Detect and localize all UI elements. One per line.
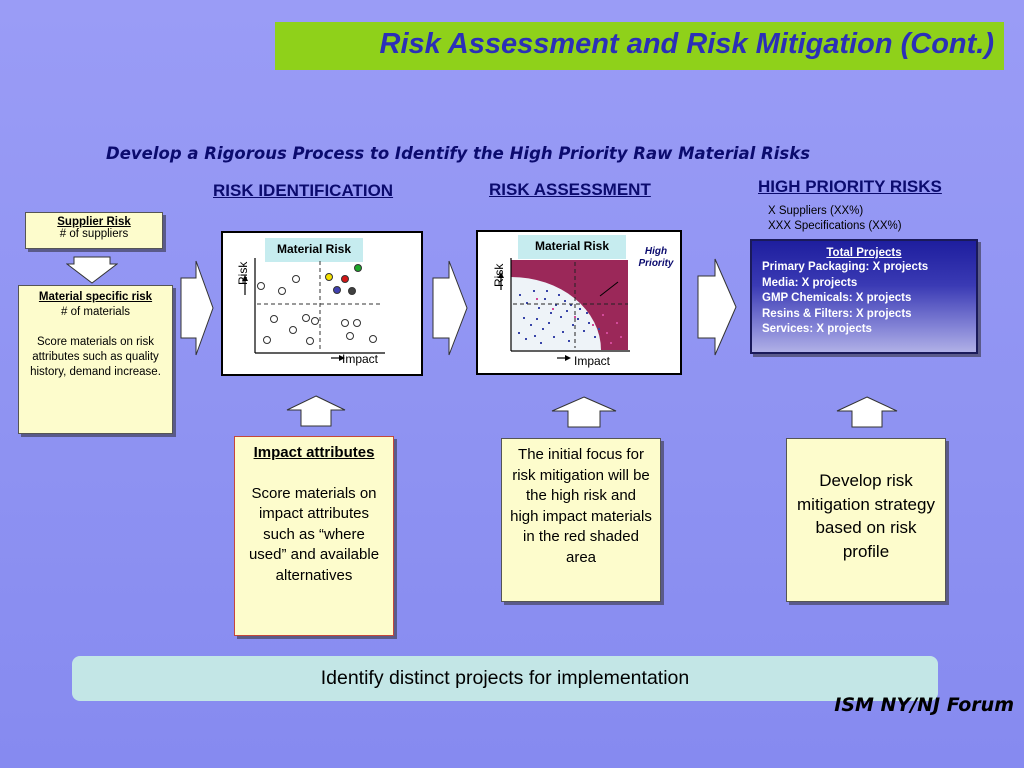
supplier-risk-heading: Supplier Risk bbox=[57, 216, 131, 228]
impact-attributes-body: Score materials on impact attributes suc… bbox=[248, 484, 380, 584]
specifications-count: XXX Specifications (XX%) bbox=[768, 220, 902, 232]
up-arrow bbox=[836, 396, 898, 428]
material-risk-heading: Material specific risk bbox=[38, 291, 153, 303]
total-projects-box: Total Projects Primary Packaging: X proj… bbox=[750, 239, 978, 354]
strategy-body: Develop risk mitigation strategy based o… bbox=[797, 471, 935, 561]
down-arrow bbox=[66, 256, 118, 284]
risk-assessment-chart: Material Risk Risk Impact High Priority bbox=[476, 230, 682, 375]
y-axis-label: Risk bbox=[236, 261, 250, 285]
heading-risk-assessment: RISK ASSESSMENT bbox=[489, 180, 651, 199]
material-risk-body: Score materials on risk attributes such … bbox=[30, 336, 161, 378]
suppliers-count: X Suppliers (XX%) bbox=[768, 205, 864, 217]
x-axis-label: Impact bbox=[342, 352, 379, 366]
y-axis-label: Risk bbox=[492, 263, 506, 287]
impact-attributes-box: Impact attributes Score materials on imp… bbox=[234, 436, 394, 636]
project-item: GMP Chemicals: X projects bbox=[762, 292, 912, 304]
assessment-plot bbox=[498, 258, 630, 361]
supplier-risk-box: Supplier Risk # of suppliers bbox=[25, 212, 163, 249]
title-banner: Risk Assessment and Risk Mitigation (Con… bbox=[275, 22, 1004, 70]
chart-label: Material Risk bbox=[518, 235, 626, 259]
right-arrow bbox=[180, 260, 214, 356]
project-item: Services: X projects bbox=[762, 323, 872, 335]
risk-identification-chart: Material Risk bbox=[221, 231, 423, 376]
projects-list: Primary Packaging: X projects Media: X p… bbox=[762, 260, 966, 338]
page-title: Risk Assessment and Risk Mitigation (Con… bbox=[379, 28, 994, 60]
strategy-box: Develop risk mitigation strategy based o… bbox=[786, 438, 946, 602]
supplier-risk-text: # of suppliers bbox=[59, 228, 129, 240]
high-priority-summary: X Suppliers (XX%) XXX Specifications (XX… bbox=[768, 204, 902, 234]
material-risk-count: # of materials bbox=[60, 306, 131, 318]
project-item: Media: X projects bbox=[762, 276, 858, 289]
up-arrow bbox=[286, 395, 346, 427]
heading-risk-identification: RISK IDENTIFICATION bbox=[213, 181, 394, 200]
right-arrow bbox=[432, 260, 468, 356]
heading-high-priority-risks: HIGH PRIORITY RISKS bbox=[758, 177, 942, 196]
project-item: Primary Packaging: X projects bbox=[762, 261, 929, 273]
chart-label: Material Risk bbox=[265, 238, 363, 262]
footer-text: ISM NY/NJ Forum bbox=[834, 694, 1014, 716]
subtitle: Develop a Rigorous Process to Identify t… bbox=[106, 144, 811, 163]
total-projects-title: Total Projects bbox=[826, 247, 902, 259]
x-axis-label: Impact bbox=[574, 354, 611, 368]
up-arrow bbox=[551, 396, 617, 428]
impact-attributes-heading: Impact attributes bbox=[253, 444, 375, 461]
initial-focus-body: The initial focus for risk mitigation wi… bbox=[510, 446, 652, 566]
initial-focus-box: The initial focus for risk mitigation wi… bbox=[501, 438, 661, 602]
identification-plot bbox=[242, 258, 385, 361]
project-item: Resins & Filters: X projects bbox=[762, 307, 912, 320]
high-priority-annotation: High Priority bbox=[638, 246, 674, 269]
right-arrow bbox=[697, 258, 737, 356]
material-risk-box: Material specific risk # of materials Sc… bbox=[18, 285, 173, 434]
bottom-banner: Identify distinct projects for implement… bbox=[72, 656, 938, 701]
